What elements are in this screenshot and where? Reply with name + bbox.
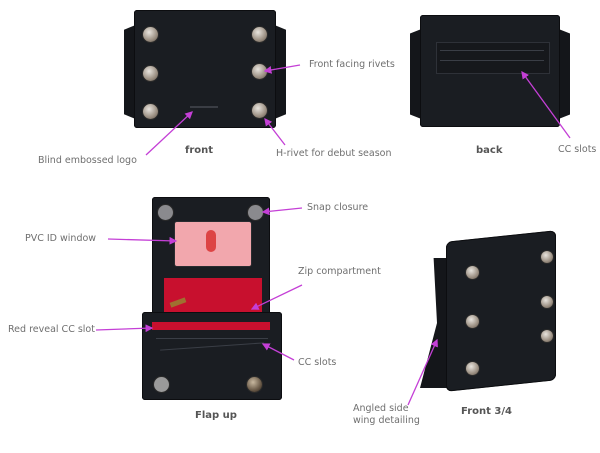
embossed-logo — [190, 106, 218, 108]
caption-flap-up: Flap up — [195, 410, 237, 421]
label-blind-embossed-logo: Blind embossed logo — [38, 155, 137, 166]
label-red-reveal-cc-slot: Red reveal CC slot — [8, 324, 95, 335]
red-reveal-cc-slot — [152, 322, 270, 330]
caption-front-3-4: Front 3/4 — [461, 406, 512, 417]
label-pvc-id-window: PVC ID window — [25, 233, 97, 244]
label-angled-side-line1: Angled side — [353, 403, 409, 414]
back-cc-slot-panel — [436, 42, 550, 74]
label-back-cc-slots: CC slots — [558, 144, 597, 155]
label-snap-closure: Snap closure — [307, 202, 369, 213]
label-zip-compartment: Zip compartment — [298, 266, 381, 277]
label-front-facing-rivets: Front facing rivets — [309, 59, 395, 70]
label-angled-side-line2: wing detailing — [353, 415, 420, 426]
label-flap-cc-slots: CC slots — [298, 357, 337, 368]
caption-front: front — [185, 145, 214, 156]
label-h-rivet: H-rivet for debut season — [276, 148, 392, 159]
caption-back: back — [476, 145, 503, 156]
zip-compartment — [163, 277, 263, 313]
